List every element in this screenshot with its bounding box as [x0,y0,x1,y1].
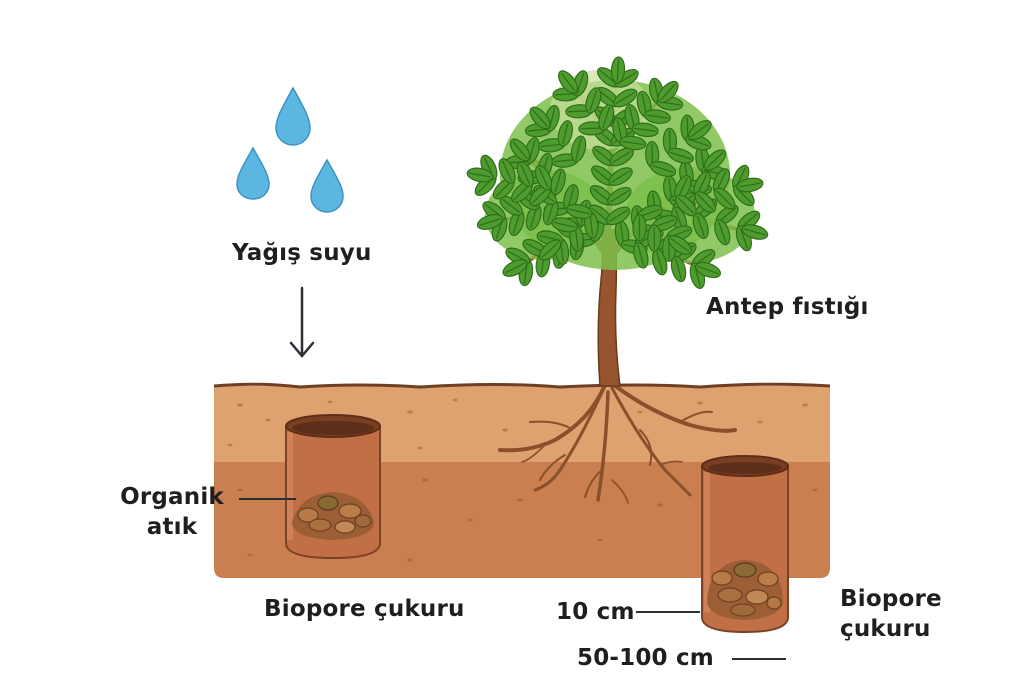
biopore-right-label-line1: Biopore [840,586,942,612]
organic-waste-pointer [239,498,296,500]
biopore-pit-left [285,414,381,560]
biopore-left-label: Biopore çukuru [264,596,465,622]
tree-icon [465,56,770,387]
water-drop-icon [236,86,344,213]
organic-waste-label: Organik atık [112,482,232,542]
depth-pointer [732,658,786,660]
arrow-down-icon [289,286,315,358]
roots-icon [498,383,737,504]
width-pointer [636,611,700,613]
width-label: 10 cm [556,599,635,625]
depth-label: 50-100 cm [577,645,714,671]
rain-label: Yağış suyu [232,240,372,266]
organic-waste-right [707,560,783,620]
biopore-right-label: Biopore çukuru [840,584,942,644]
leaf [632,214,647,242]
organic-waste-label-line2: atık [146,514,198,540]
leaf [647,224,662,252]
biopore-right-label-line2: çukuru [840,616,931,642]
organic-waste-left [292,492,374,540]
organic-waste-label-line1: Organik [120,484,224,510]
tree-label: Antep fıstığı [706,294,869,320]
biopore-pit-right [701,455,789,634]
